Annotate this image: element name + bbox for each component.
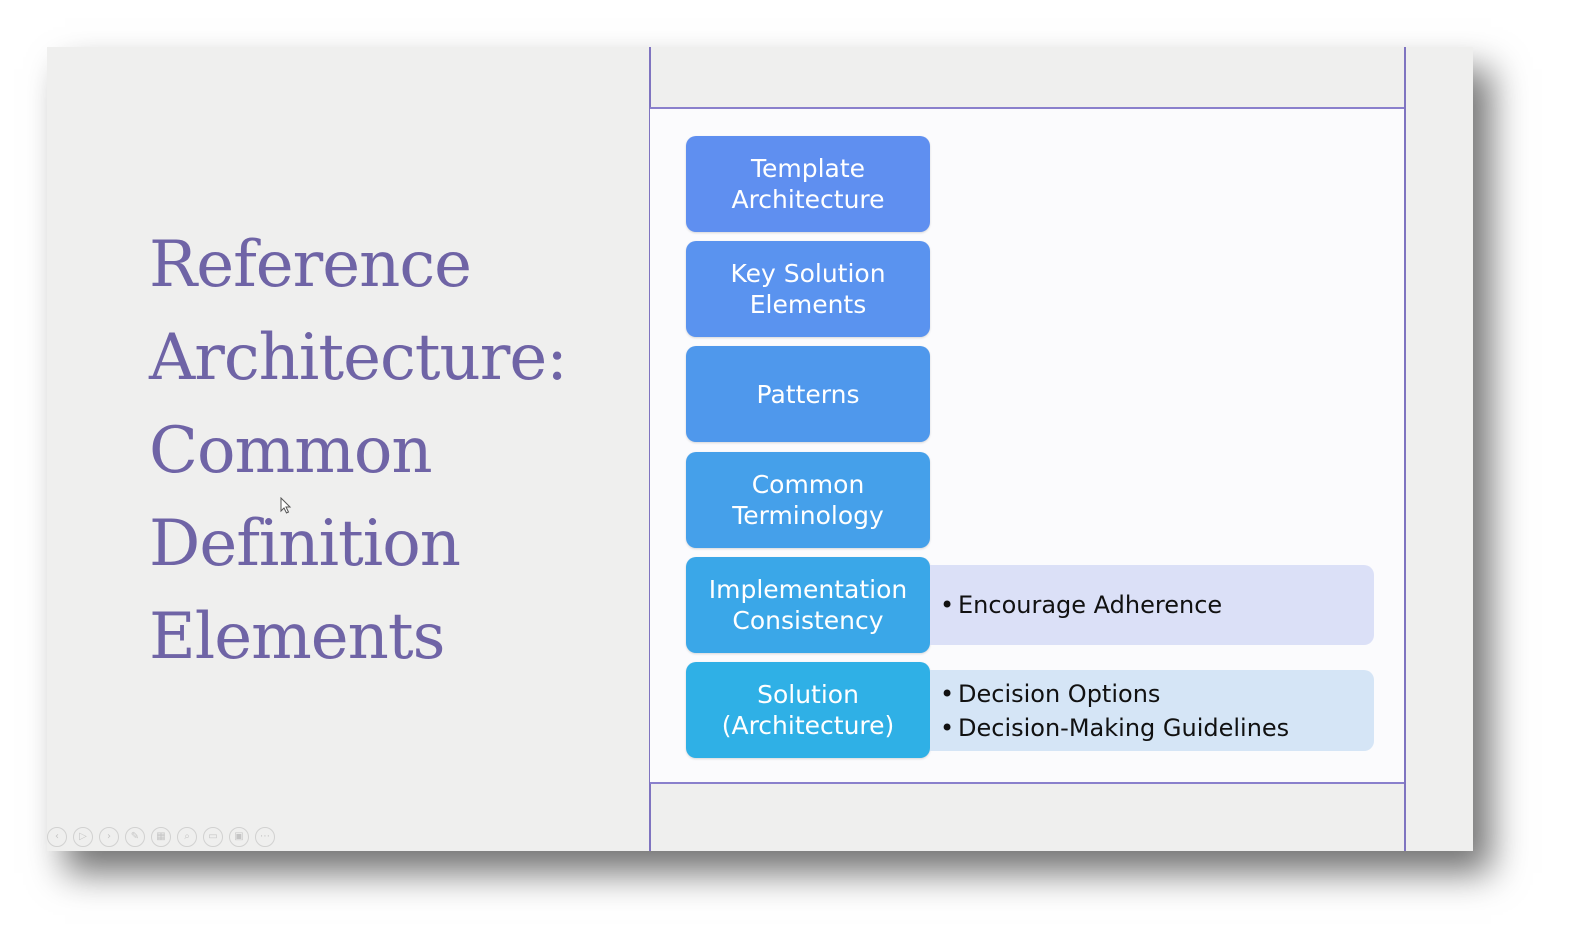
mouse-cursor-icon	[280, 497, 292, 514]
stack-box-label: Template Architecture	[731, 154, 885, 214]
stack-box-template-architecture: Template Architecture	[686, 136, 930, 232]
bullet-item: •Encourage Adherence	[940, 588, 1374, 622]
stack-box-label: Patterns	[756, 379, 860, 409]
camera-icon[interactable]: ▣	[229, 827, 249, 847]
title-line-1: Reference	[149, 228, 472, 302]
previous-icon[interactable]: ‹	[47, 827, 67, 847]
bullet-item: •Decision-Making Guidelines	[940, 711, 1374, 745]
next-icon[interactable]: ›	[99, 827, 119, 847]
play-icon[interactable]: ▷	[73, 827, 93, 847]
stack-box-label: Key Solution Elements	[730, 259, 886, 319]
stack-box-implementation-consistency: Implementation Consistency	[686, 557, 930, 653]
stack-box-patterns: Patterns	[686, 346, 930, 442]
bullet-dot-icon: •	[940, 679, 955, 708]
bullet-text: Decision-Making Guidelines	[958, 713, 1290, 742]
stack-box-solution-architecture: Solution (Architecture)	[686, 662, 930, 758]
bullet-text: Encourage Adherence	[958, 591, 1223, 619]
title-line-3: Common	[149, 414, 433, 488]
stack-box-label: Solution (Architecture)	[721, 680, 895, 740]
bullet-item: •Decision Options	[940, 677, 1374, 711]
bullet-dot-icon: •	[940, 591, 955, 619]
stack-box-label: Implementation Consistency	[708, 575, 908, 635]
presentation-slide: Reference Architecture: Common Definitio…	[47, 47, 1473, 851]
stack-box-common-terminology: Common Terminology	[686, 452, 930, 548]
stack-box-key-solution-elements: Key Solution Elements	[686, 241, 930, 337]
slide-title: Reference Architecture: Common Definitio…	[149, 219, 619, 684]
title-line-2: Architecture:	[149, 321, 568, 395]
slideshow-toolbar: ‹ ▷ › ✎ ▦ ⌕ ▭ ▣ ⋯	[47, 827, 275, 849]
pen-icon[interactable]: ✎	[125, 827, 145, 847]
title-line-4: Definition	[149, 507, 461, 581]
bullet-text: Decision Options	[958, 679, 1161, 708]
divider-right	[1404, 47, 1406, 851]
subtitle-icon[interactable]: ▭	[203, 827, 223, 847]
bullet-dot-icon: •	[940, 713, 955, 742]
detail-solution-architecture: •Decision Options •Decision-Making Guide…	[930, 670, 1374, 751]
zoom-icon[interactable]: ⌕	[177, 827, 197, 847]
slides-icon[interactable]: ▦	[151, 827, 171, 847]
detail-implementation-consistency: •Encourage Adherence	[930, 565, 1374, 645]
stack-box-label: Common Terminology	[732, 470, 884, 530]
title-line-5: Elements	[149, 600, 445, 674]
more-icon[interactable]: ⋯	[255, 827, 275, 847]
